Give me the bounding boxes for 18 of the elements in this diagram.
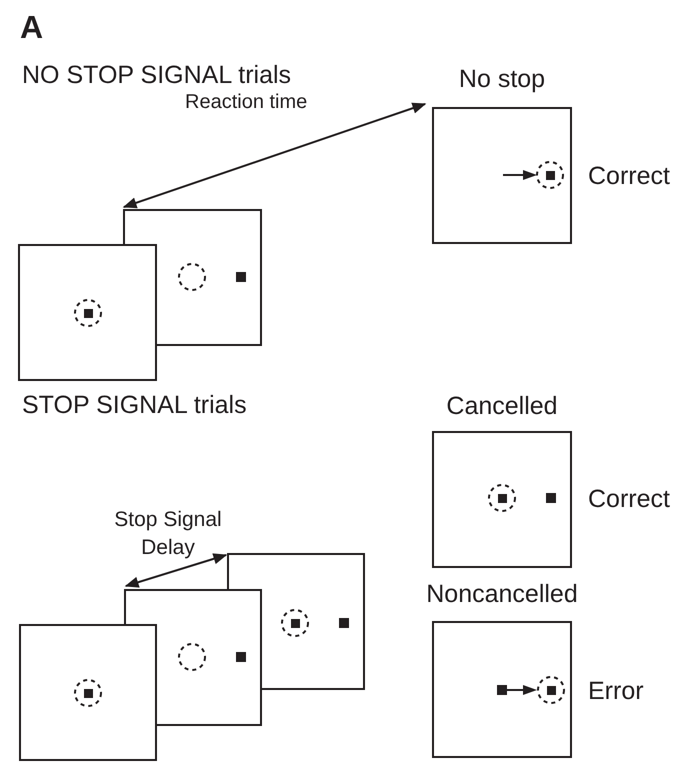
screen-frame <box>124 589 262 726</box>
screen-frame <box>19 624 157 761</box>
outcome-label: Correct <box>588 161 670 191</box>
outcome-label: Correct <box>588 484 670 514</box>
edge-label: Reaction time <box>185 90 308 114</box>
screen-heading: Noncancelled <box>426 579 578 609</box>
section-title: STOP SIGNAL trials <box>22 390 247 420</box>
section-title: NO STOP SIGNAL trials <box>22 60 292 90</box>
screen-frame <box>227 553 365 690</box>
screen-heading: No stop <box>458 64 546 94</box>
outcome-label: Error <box>588 676 644 706</box>
screen-frame <box>18 244 157 381</box>
screen-heading: Cancelled <box>446 391 558 421</box>
panel-letter: A <box>20 8 44 46</box>
screen-frame <box>123 209 262 346</box>
edge-label: Stop Signal Delay <box>113 507 223 562</box>
double-arrow <box>124 553 228 588</box>
double-arrow <box>122 102 426 208</box>
